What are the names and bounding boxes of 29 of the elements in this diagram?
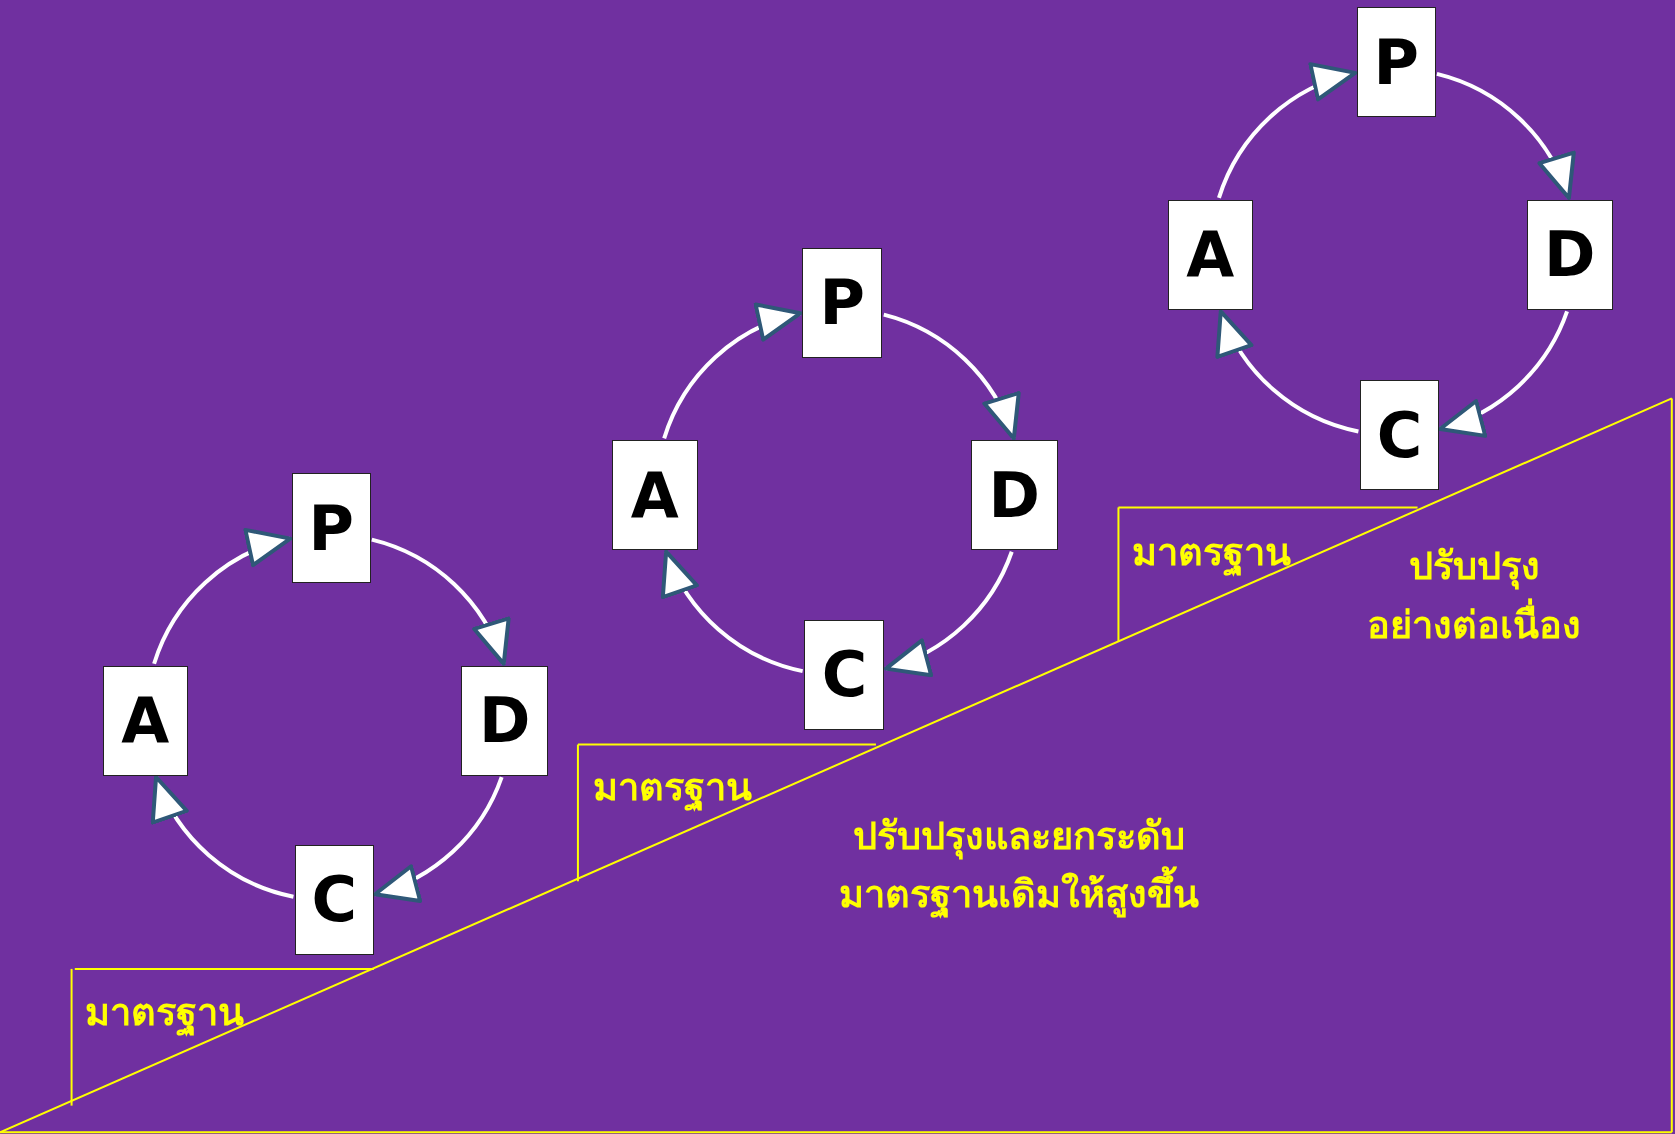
cycle-arrow — [883, 550, 1014, 675]
letter-box: D — [1526, 199, 1613, 310]
letter-box: P — [291, 473, 371, 584]
letter-box: C — [804, 619, 885, 730]
caption-text: มาตรฐาน — [85, 982, 245, 1042]
cycle-arrow — [883, 312, 1018, 441]
letter-box: A — [1167, 199, 1254, 310]
cycle-arrow — [663, 549, 804, 674]
cycle-arrow — [371, 537, 508, 666]
letter-box: D — [461, 665, 548, 776]
caption-text: มาตรฐาน — [592, 763, 752, 814]
letter-box: A — [612, 440, 698, 551]
cycle-arrow — [152, 530, 293, 665]
cycle-arrow — [1438, 310, 1569, 436]
letter-box: C — [1359, 380, 1439, 491]
caption-text: มาตรฐาน — [1132, 528, 1292, 579]
cycle-arrow — [1218, 309, 1359, 434]
letter-box: D — [971, 440, 1058, 551]
letter-box: P — [1356, 7, 1436, 118]
caption-text: ปรับปรุงและยกระดับ มาตรฐานเดิมให้สูงขึ้น — [838, 811, 1199, 921]
caption-text: ปรับปรุง อย่างต่อเนื่อง — [1367, 542, 1582, 650]
cycle-arrow — [153, 775, 294, 899]
cycle-arrow — [1436, 71, 1573, 200]
cycle-arrow — [373, 776, 504, 901]
letter-box: P — [802, 247, 883, 358]
cycle-arrow — [1217, 64, 1358, 199]
letter-box: C — [294, 844, 374, 955]
cycle-arrow — [662, 305, 803, 439]
letter-box: A — [102, 665, 188, 776]
